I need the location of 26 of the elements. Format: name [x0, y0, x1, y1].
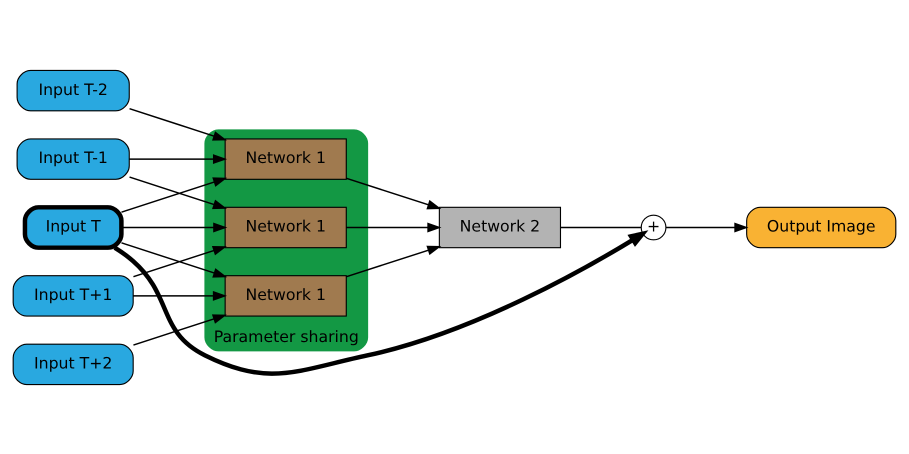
node-box: Input T-1 [16, 138, 130, 180]
arrow [346, 222, 442, 232]
node-box: Input T+2 [12, 343, 134, 385]
node-box: Network 1 [224, 138, 347, 180]
arrow [133, 314, 227, 346]
node-circle: + [640, 214, 666, 240]
arrow [121, 176, 228, 212]
arrow [666, 222, 748, 232]
node-box: Input T+1 [12, 274, 134, 316]
arrow [346, 245, 442, 277]
node-box: Output Image [746, 206, 896, 248]
arrow [133, 290, 227, 300]
arrow [129, 176, 228, 209]
node-box: Network 2 [438, 206, 562, 248]
node-box: Network 1 [224, 274, 347, 316]
arrow [122, 222, 228, 232]
node-box: Input T [22, 204, 124, 250]
arrow [114, 230, 648, 376]
node-box: Input T-2 [16, 69, 130, 111]
connector [560, 226, 642, 228]
arrow [121, 242, 228, 278]
arrow [346, 177, 442, 209]
node-box: Network 1 [224, 206, 347, 248]
arrow [133, 245, 227, 277]
arrow [130, 154, 228, 164]
arrow [129, 107, 228, 140]
